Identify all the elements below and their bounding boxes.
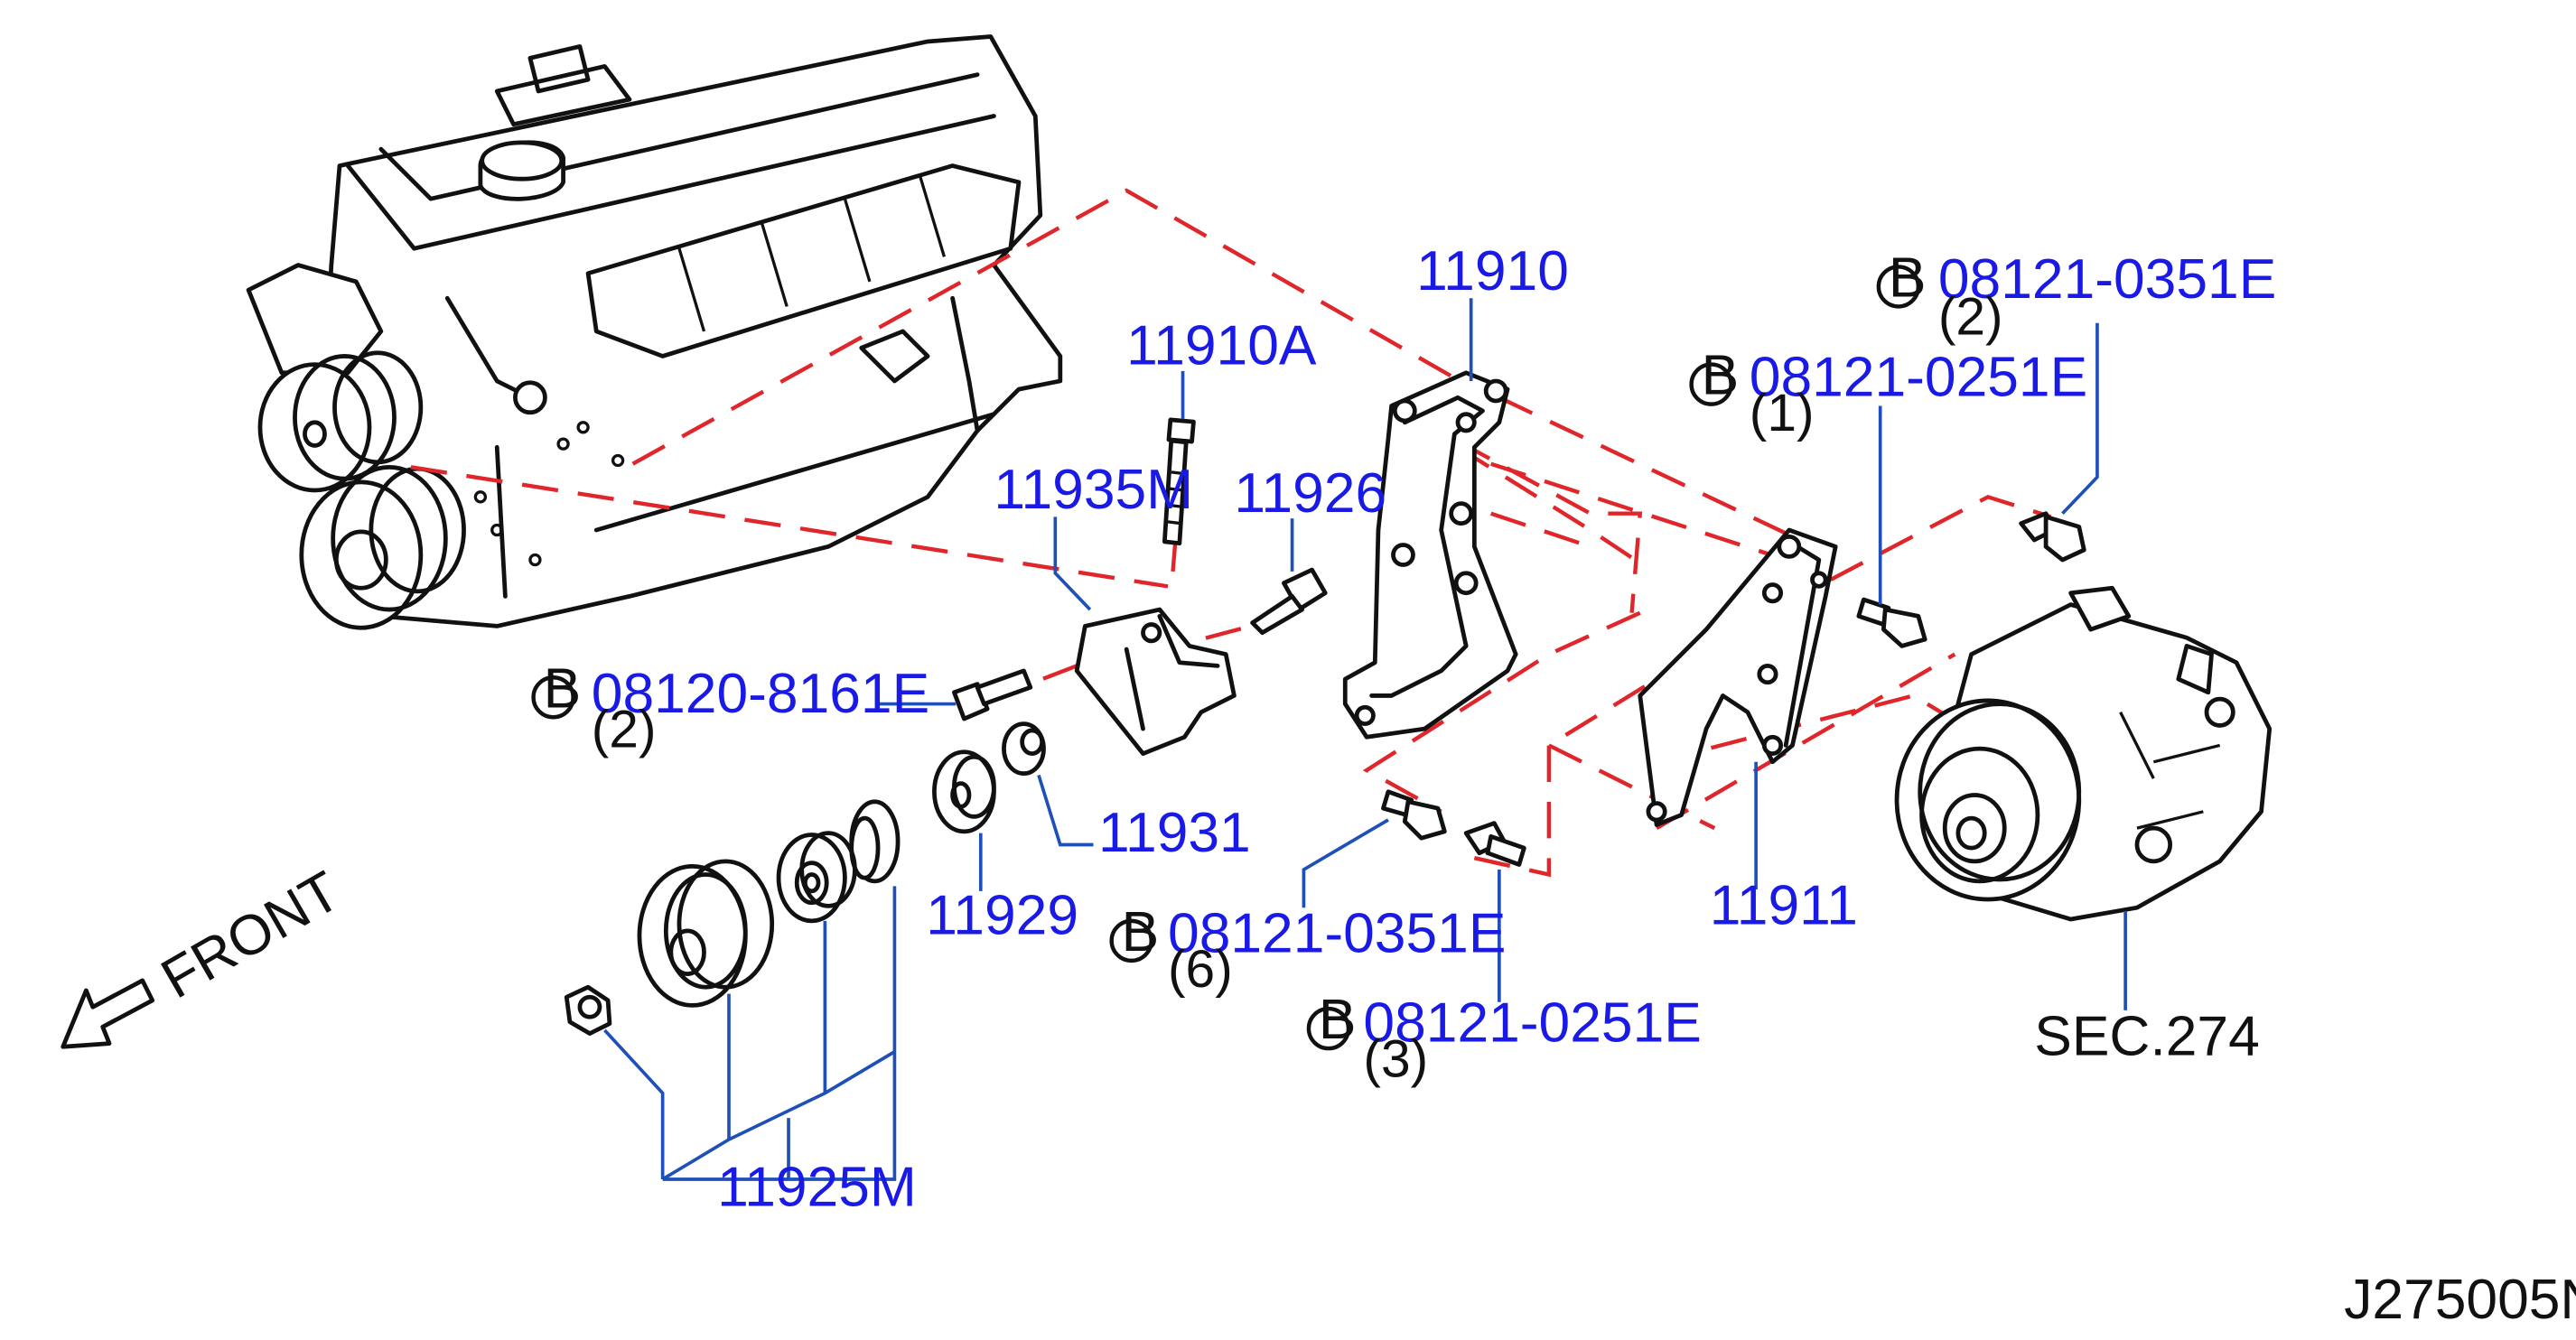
quantity: (2) — [592, 700, 657, 758]
bracket-11911-drawing — [1638, 527, 1838, 827]
leader-lines — [603, 298, 2127, 1181]
callout-11929: 11929 — [926, 885, 1078, 947]
callout-11926: 11926 — [1234, 462, 1386, 525]
badge-b: B — [1319, 989, 1357, 1051]
front-label: FRONT — [152, 860, 350, 1010]
bracket-11910-drawing — [1342, 370, 1518, 740]
bolt-callout-08121-0351e-bottom: B 08121-0351E (6) — [1109, 901, 1506, 999]
callout-11910a: 11910A — [1126, 315, 1317, 377]
diagram-id: J275005N — [2344, 1269, 2576, 1331]
idler-pulley-11925m-drawing — [564, 799, 901, 1036]
ac-compressor-drawing — [1894, 585, 2273, 922]
part-code: 08121-0351E — [1168, 903, 1506, 965]
badge-b: B — [1889, 247, 1927, 309]
washer-11929-drawing — [932, 749, 996, 834]
callout-11931: 11931 — [1098, 802, 1251, 864]
quantity: (1) — [1750, 384, 1815, 442]
badge-b: B — [544, 657, 582, 720]
badge-b: B — [1702, 345, 1740, 407]
idler-bracket-11935m-drawing — [1074, 607, 1237, 757]
bolt-08120-8161e-drawing — [952, 668, 1033, 721]
bolt-08121-0251e-lower-drawing — [1463, 821, 1526, 867]
bolt-callout-08120-8161e: B 08120-8161E (2) — [531, 657, 929, 758]
bolt-callout-08121-0251e-top: B 08121-0251E (1) — [1689, 345, 2087, 442]
part-code: 08121-0251E — [1363, 992, 1701, 1055]
spacer-11931-drawing — [1002, 721, 1046, 777]
bolt-08121-0351e-drawing — [2019, 511, 2086, 563]
bolt-11910a-drawing — [1162, 417, 1196, 546]
callout-sec274: SEC.274 — [2034, 1005, 2260, 1067]
engine-block-drawing — [246, 34, 1063, 630]
part-code: 08120-8161E — [592, 663, 929, 725]
quantity: (2) — [1938, 288, 2003, 347]
bolt-08121-0251e-drawing — [1856, 597, 1927, 648]
bolt-11926-drawing — [1250, 567, 1328, 636]
badge-b: B — [1122, 901, 1160, 963]
part-code: 08121-0351E — [1938, 248, 2276, 311]
front-direction-arrow — [61, 978, 155, 1049]
bolt-08121-0351e-lower-drawing — [1381, 789, 1447, 841]
callout-11925m: 11925M — [717, 1156, 917, 1218]
callout-11911: 11911 — [1710, 875, 1858, 937]
callout-11935m: 11935M — [994, 459, 1193, 521]
quantity: (3) — [1363, 1029, 1428, 1088]
part-code: 08121-0251E — [1750, 346, 2087, 408]
callout-11910: 11910 — [1416, 240, 1569, 302]
bolt-callout-08121-0251e-bottom: B 08121-0251E (3) — [1306, 989, 1702, 1088]
quantity: (6) — [1168, 940, 1233, 999]
bolt-callout-08121-0351e-top: B 08121-0351E (2) — [1876, 247, 2276, 347]
